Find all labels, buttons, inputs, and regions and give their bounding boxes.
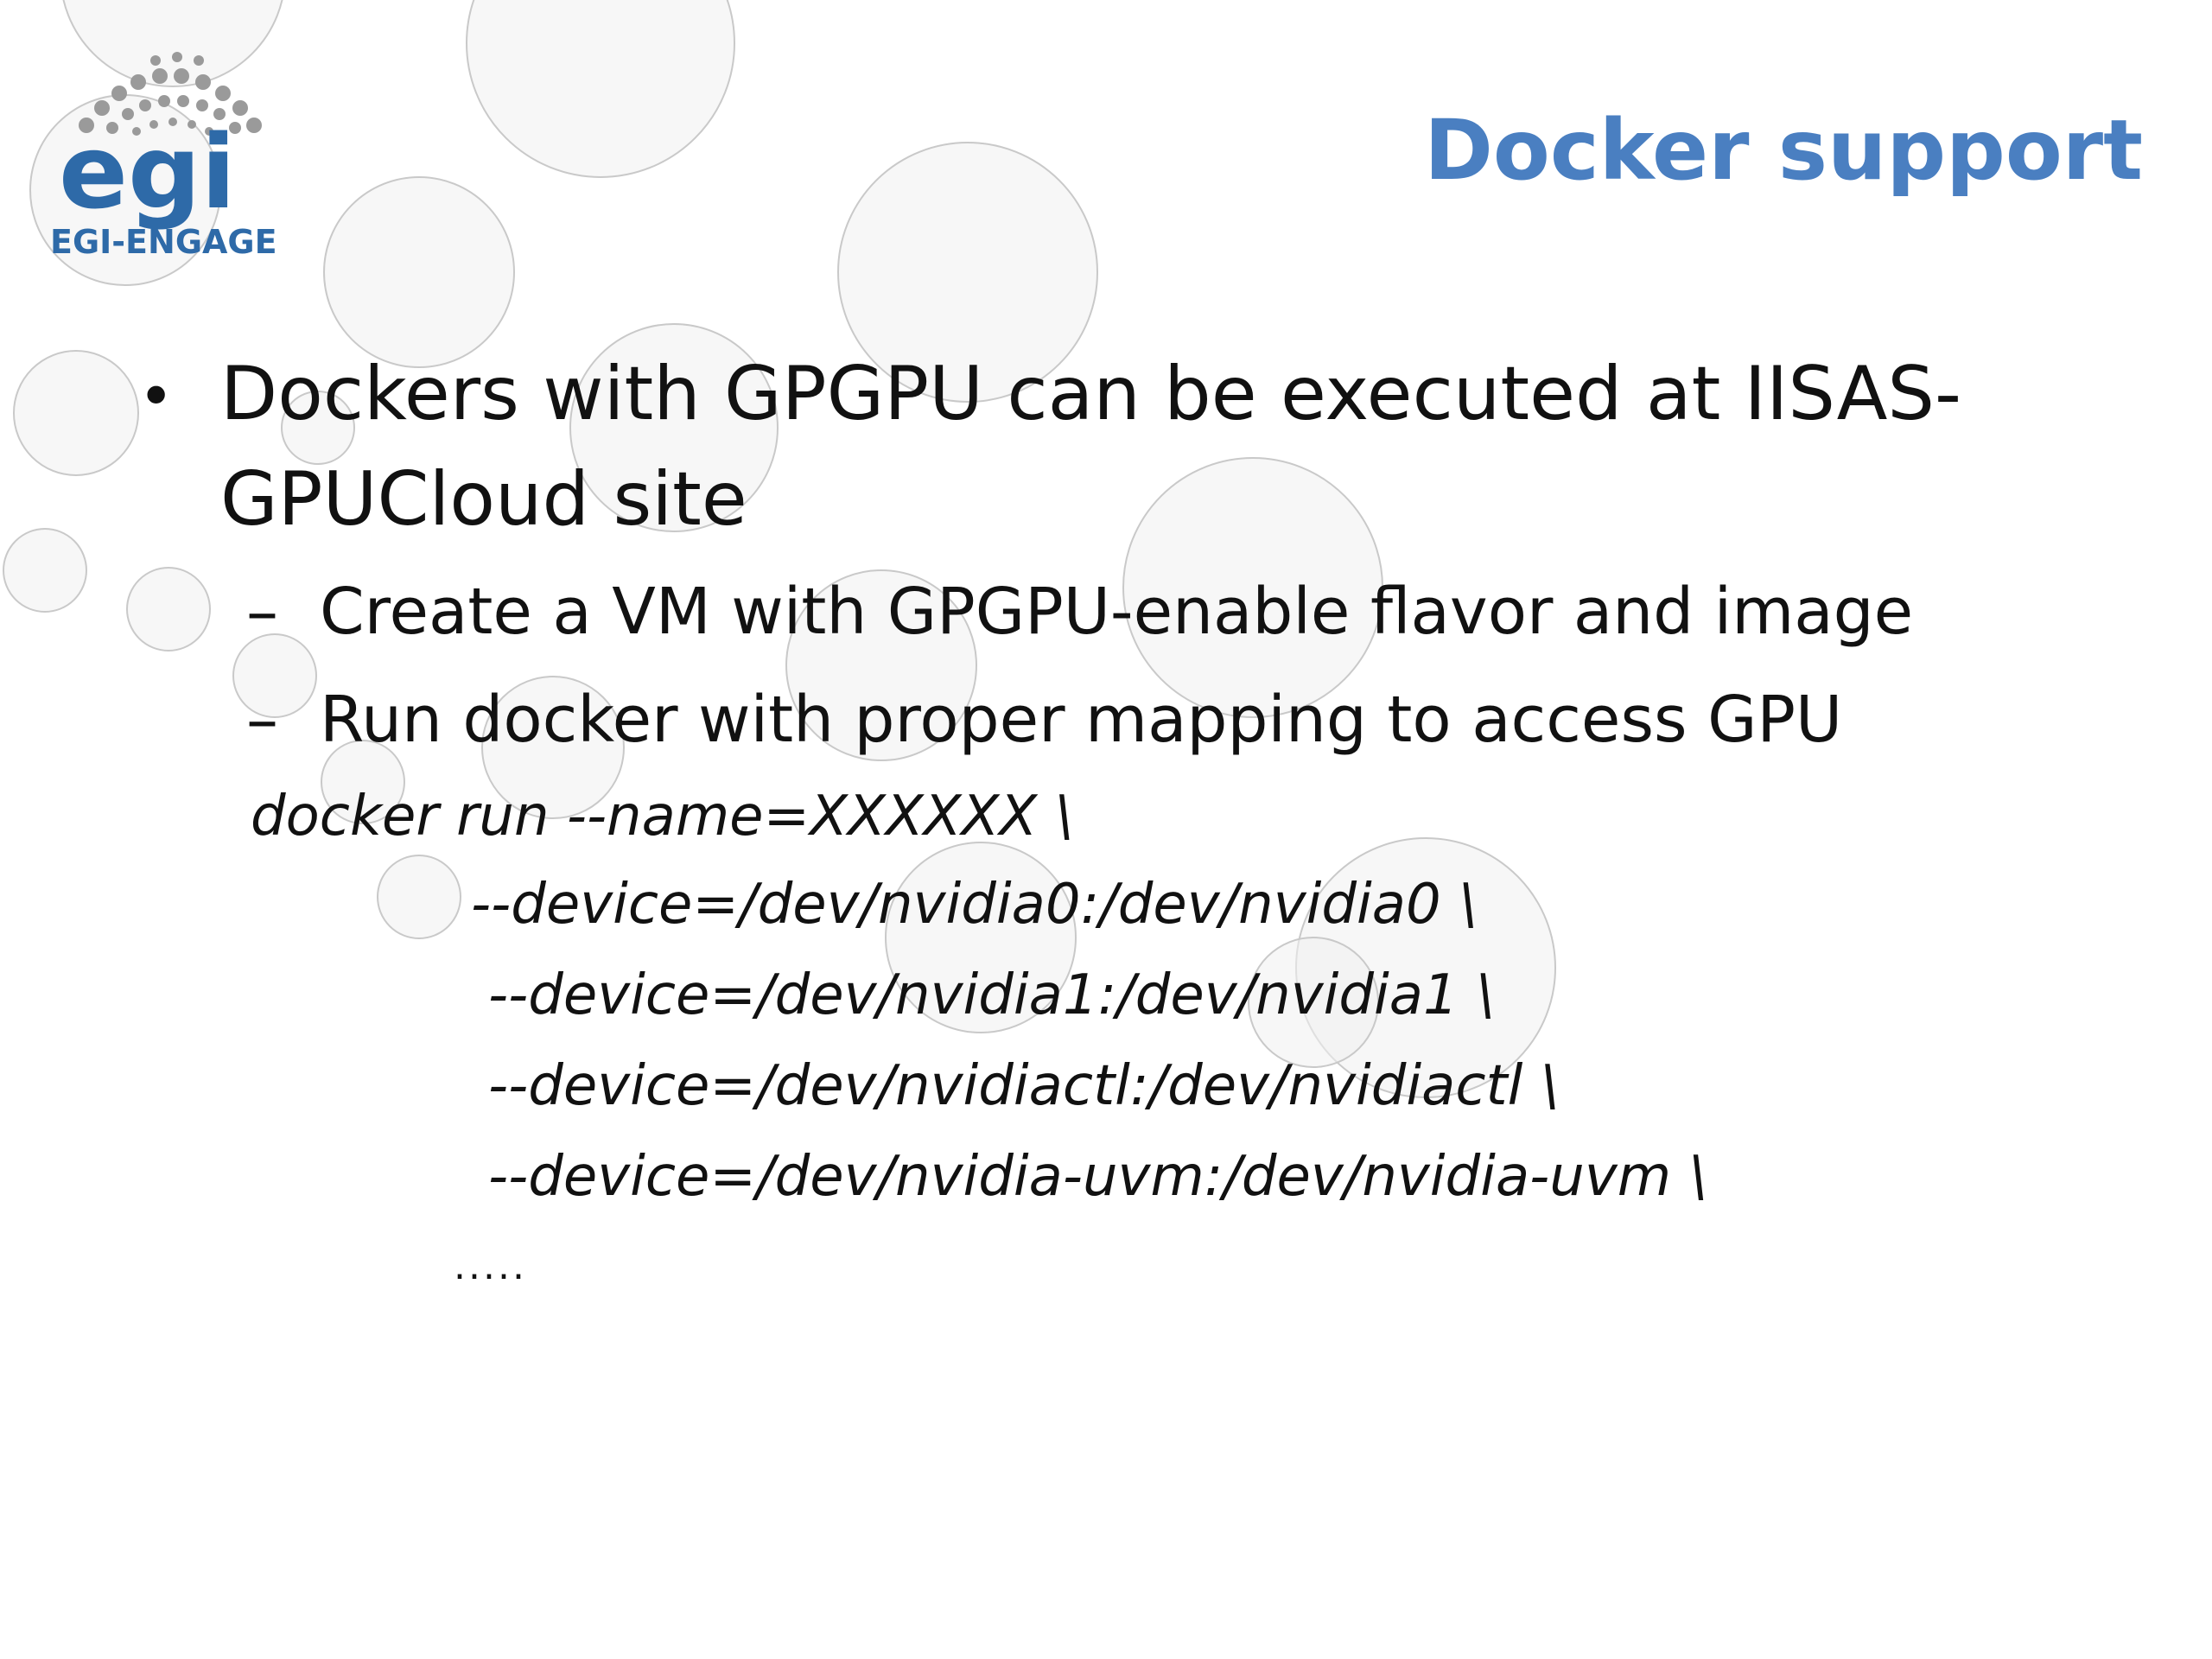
logo-wordmark: egi	[59, 112, 236, 232]
sub-item-text: Run docker with proper mapping to access…	[320, 683, 1843, 757]
code-line: --device=/dev/nvidiactl:/dev/nvidiactl \	[488, 1054, 1560, 1118]
logo-caption: EGI-ENGAGE	[50, 223, 277, 261]
sub-item-text: Create a VM with GPGPU-enable flavor and…	[320, 575, 1914, 649]
egi-logo-mark: egi	[59, 52, 262, 232]
bullet-symbol: •	[138, 361, 175, 432]
sub-item: –Run docker with proper mapping to acces…	[246, 683, 1842, 757]
sub-item: –Create a VM with GPGPU-enable flavor an…	[246, 575, 1913, 649]
code-line: docker run --name=XXXXXX \	[251, 785, 1074, 849]
code-line: --device=/dev/nvidia0:/dev/nvidia0 \	[471, 873, 1478, 937]
sub-item-dash: –	[246, 575, 278, 649]
ellipsis: .....	[454, 1244, 527, 1288]
bullet-text: Dockers with GPGPU can be executed at II…	[220, 351, 1962, 543]
slide-title: Docker support	[1424, 102, 2143, 199]
code-line: --device=/dev/nvidia-uvm:/dev/nvidia-uvm…	[488, 1145, 1707, 1209]
sub-item-dash: –	[246, 683, 278, 757]
code-line: --device=/dev/nvidia1:/dev/nvidia1 \	[488, 963, 1495, 1027]
egi-logo: egi	[35, 35, 294, 276]
